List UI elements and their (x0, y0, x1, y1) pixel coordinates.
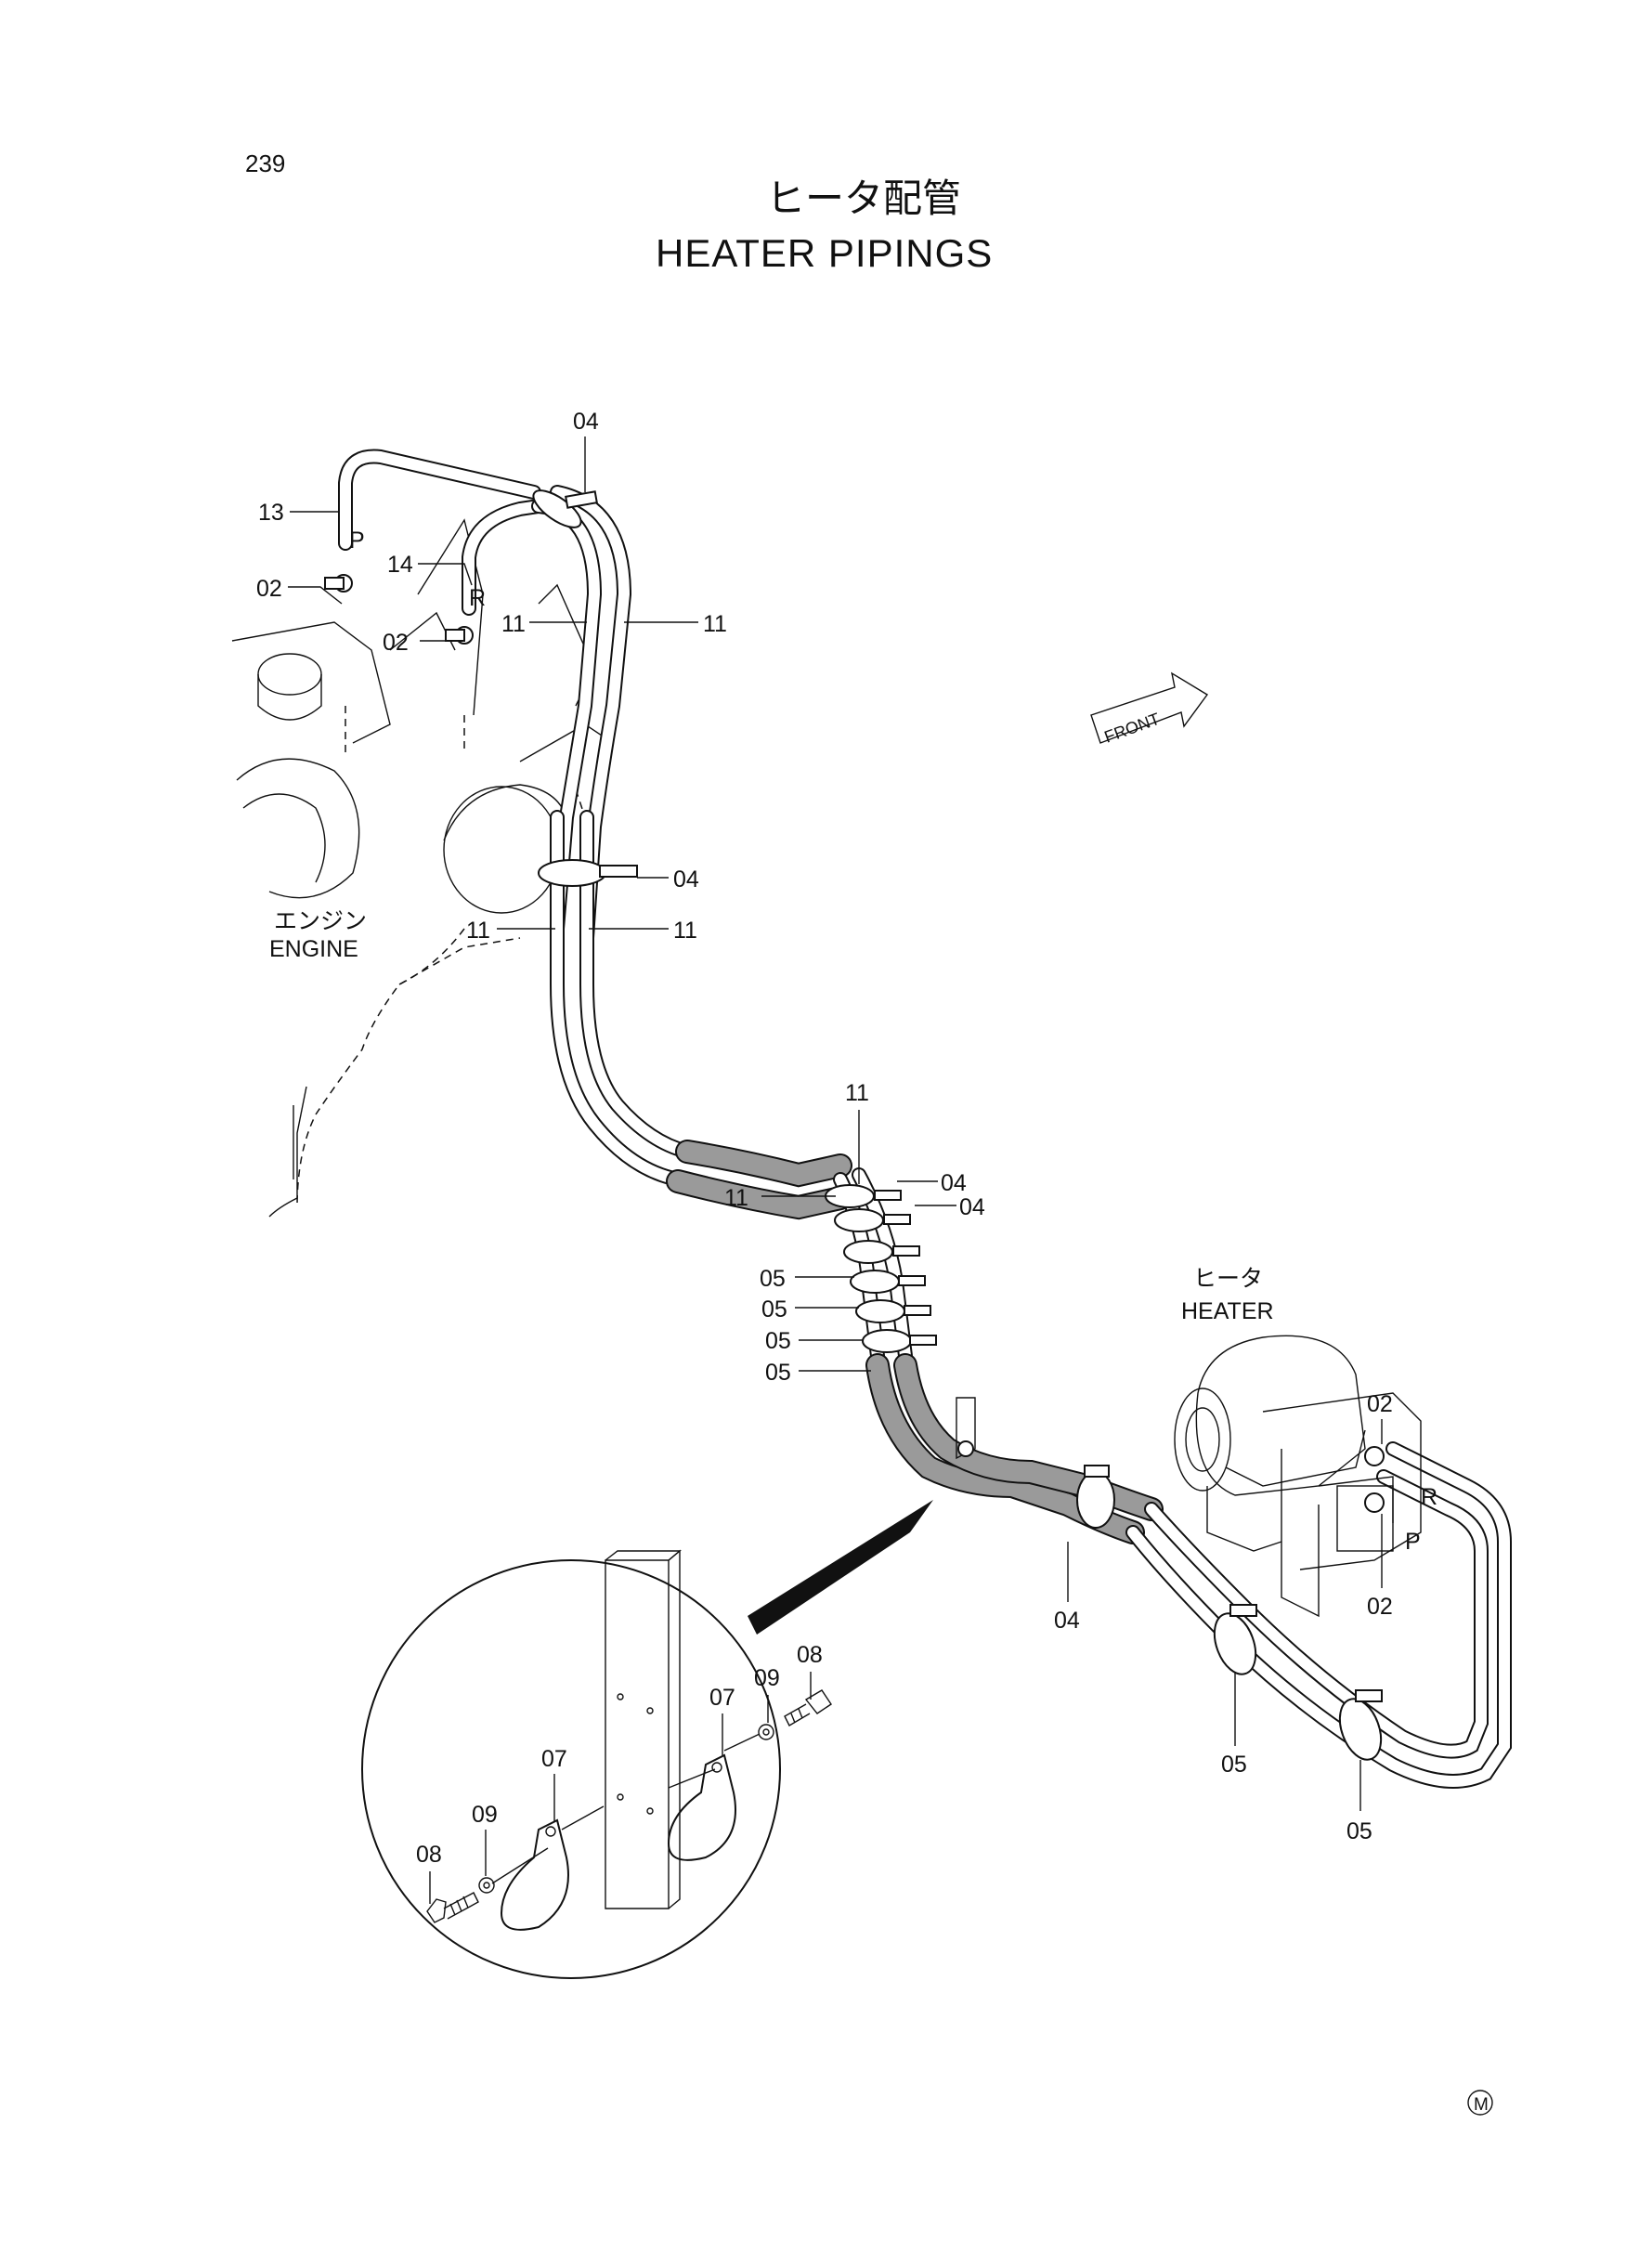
clamp-stack (825, 1167, 937, 1363)
callout-05: 05 (1221, 1752, 1247, 1778)
leader-lines (288, 436, 1383, 1904)
front-arrow-label: FRONT (1102, 710, 1163, 747)
callout-11: 11 (466, 918, 490, 944)
heater-label-jp: ヒータ (1193, 1266, 1263, 1292)
title-japanese: ヒータ配管 (766, 176, 961, 220)
callout-labels: 04 13 P 14 R 02 02 11 11 04 11 11 11 04 … (256, 409, 1437, 1868)
callout-02: 02 (256, 576, 282, 602)
callout-02: 02 (1367, 1391, 1393, 1417)
callout-11: 11 (501, 611, 526, 637)
port-p-label: P (1405, 1529, 1421, 1555)
heater-label-en: HEATER (1181, 1298, 1274, 1324)
callout-02: 02 (1367, 1594, 1393, 1620)
callout-05: 05 (1346, 1818, 1372, 1844)
page-number: 239 (245, 150, 285, 177)
callout-04: 04 (573, 409, 599, 435)
detail-callout-08: 08 (416, 1842, 442, 1868)
front-arrow: FRONT (1090, 671, 1209, 747)
detail-circle (361, 1500, 933, 1979)
fitting-02-right (445, 626, 474, 645)
callout-05: 05 (761, 1296, 787, 1322)
heater-unit (1174, 1335, 1422, 1618)
callout-13: 13 (258, 500, 284, 526)
detail-callout-07: 07 (709, 1685, 735, 1711)
callout-11: 11 (724, 1185, 748, 1211)
engine-label-en: ENGINE (269, 936, 358, 962)
callout-04: 04 (673, 866, 699, 892)
callout-04: 04 (959, 1194, 985, 1220)
hose-shaded-section (666, 1140, 852, 1220)
callout-02: 02 (383, 630, 409, 656)
callout-05: 05 (760, 1266, 786, 1292)
callout-14: 14 (387, 552, 413, 578)
callout-11: 11 (673, 918, 697, 944)
port-r-label: R (469, 585, 486, 611)
engine-label-jp: エンジン (274, 908, 367, 934)
title-english: HEATER PIPINGS (656, 231, 993, 275)
callout-05: 05 (765, 1360, 791, 1386)
hose-11-vertical (550, 810, 695, 1187)
callout-11: 11 (845, 1080, 869, 1106)
callout-11: 11 (703, 611, 727, 637)
callout-04: 04 (941, 1170, 967, 1196)
detail-callout-09: 09 (472, 1802, 498, 1828)
callout-04: 04 (1054, 1608, 1080, 1634)
fitting-02-left (324, 574, 353, 593)
circled-m-marker: M (1467, 2090, 1493, 2116)
pipe-13 (338, 449, 541, 551)
detail-callout-07: 07 (541, 1746, 567, 1772)
callout-05: 05 (765, 1328, 791, 1354)
marker-letter: M (1474, 2095, 1489, 2115)
clamp-04-middle (538, 859, 638, 887)
pipe-14 (462, 499, 546, 616)
detail-callout-08: 08 (797, 1642, 823, 1668)
port-r-label: R (1421, 1484, 1437, 1510)
port-p-label: P (349, 528, 365, 554)
steel-pipes (1125, 1441, 1512, 1789)
clamp-04-lower (1076, 1465, 1115, 1529)
detail-callout-09: 09 (754, 1665, 780, 1691)
clamp-04-top (532, 489, 598, 528)
bracket (956, 1397, 976, 1460)
